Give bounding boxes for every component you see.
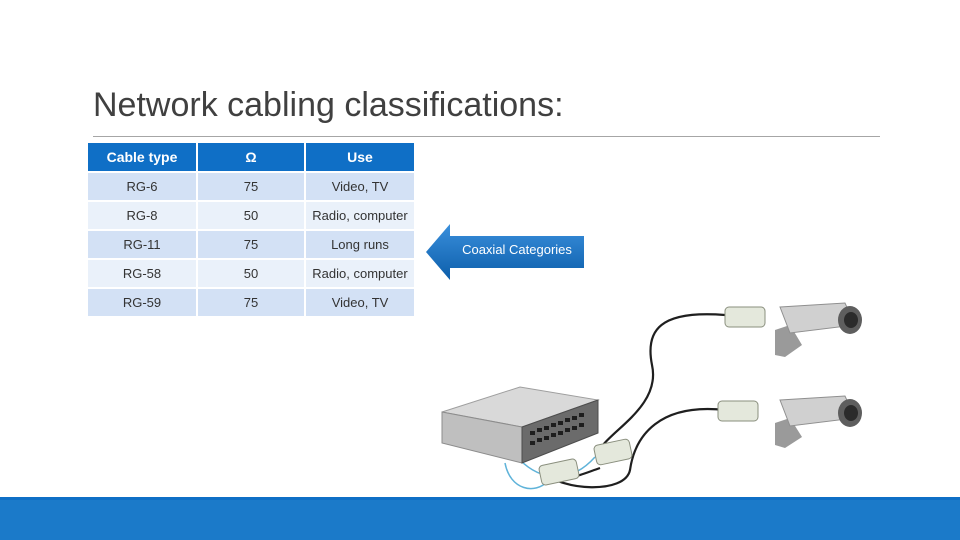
cell-use: Long runs	[306, 231, 414, 258]
header-use: Use	[306, 143, 414, 171]
header-cable-type: Cable type	[88, 143, 196, 171]
cell-ohms: 50	[198, 260, 304, 287]
cell-cable-type: RG-6	[88, 173, 196, 200]
cell-use: Radio, computer	[306, 202, 414, 229]
left-arrow-icon	[426, 224, 584, 280]
cell-ohms: 75	[198, 289, 304, 316]
slide-title: Network cabling classifications:	[93, 86, 564, 124]
cell-ohms: 75	[198, 231, 304, 258]
table-row: RG-8 50 Radio, computer	[88, 202, 414, 229]
table-row: RG-59 75 Video, TV	[88, 289, 414, 316]
cell-cable-type: RG-59	[88, 289, 196, 316]
cell-use: Video, TV	[306, 173, 414, 200]
cell-ohms: 50	[198, 202, 304, 229]
video-balun-icon	[538, 306, 766, 486]
security-camera-icon	[775, 302, 862, 357]
header-ohms: Ω	[198, 143, 304, 171]
table-row: RG-6 75 Video, TV	[88, 173, 414, 200]
cell-cable-type: RG-8	[88, 202, 196, 229]
footer-accent-line	[0, 497, 960, 500]
cable-table: Cable type Ω Use RG-6 75 Video, TV RG-8 …	[86, 141, 416, 318]
table-row: RG-11 75 Long runs	[88, 231, 414, 258]
security-camera-icon	[775, 395, 862, 448]
table-row: RG-58 50 Radio, computer	[88, 260, 414, 287]
footer-bar	[0, 497, 960, 540]
cell-ohms: 75	[198, 173, 304, 200]
coaxial-callout: Coaxial Categories	[426, 222, 586, 282]
cell-cable-type: RG-58	[88, 260, 196, 287]
table-header-row: Cable type Ω Use	[88, 143, 414, 171]
cctv-network-illustration	[441, 302, 862, 490]
callout-label: Coaxial Categories	[462, 242, 572, 257]
cell-cable-type: RG-11	[88, 231, 196, 258]
cell-use: Radio, computer	[306, 260, 414, 287]
title-divider	[93, 136, 880, 137]
cell-use: Video, TV	[306, 289, 414, 316]
network-switch-icon	[441, 386, 600, 464]
